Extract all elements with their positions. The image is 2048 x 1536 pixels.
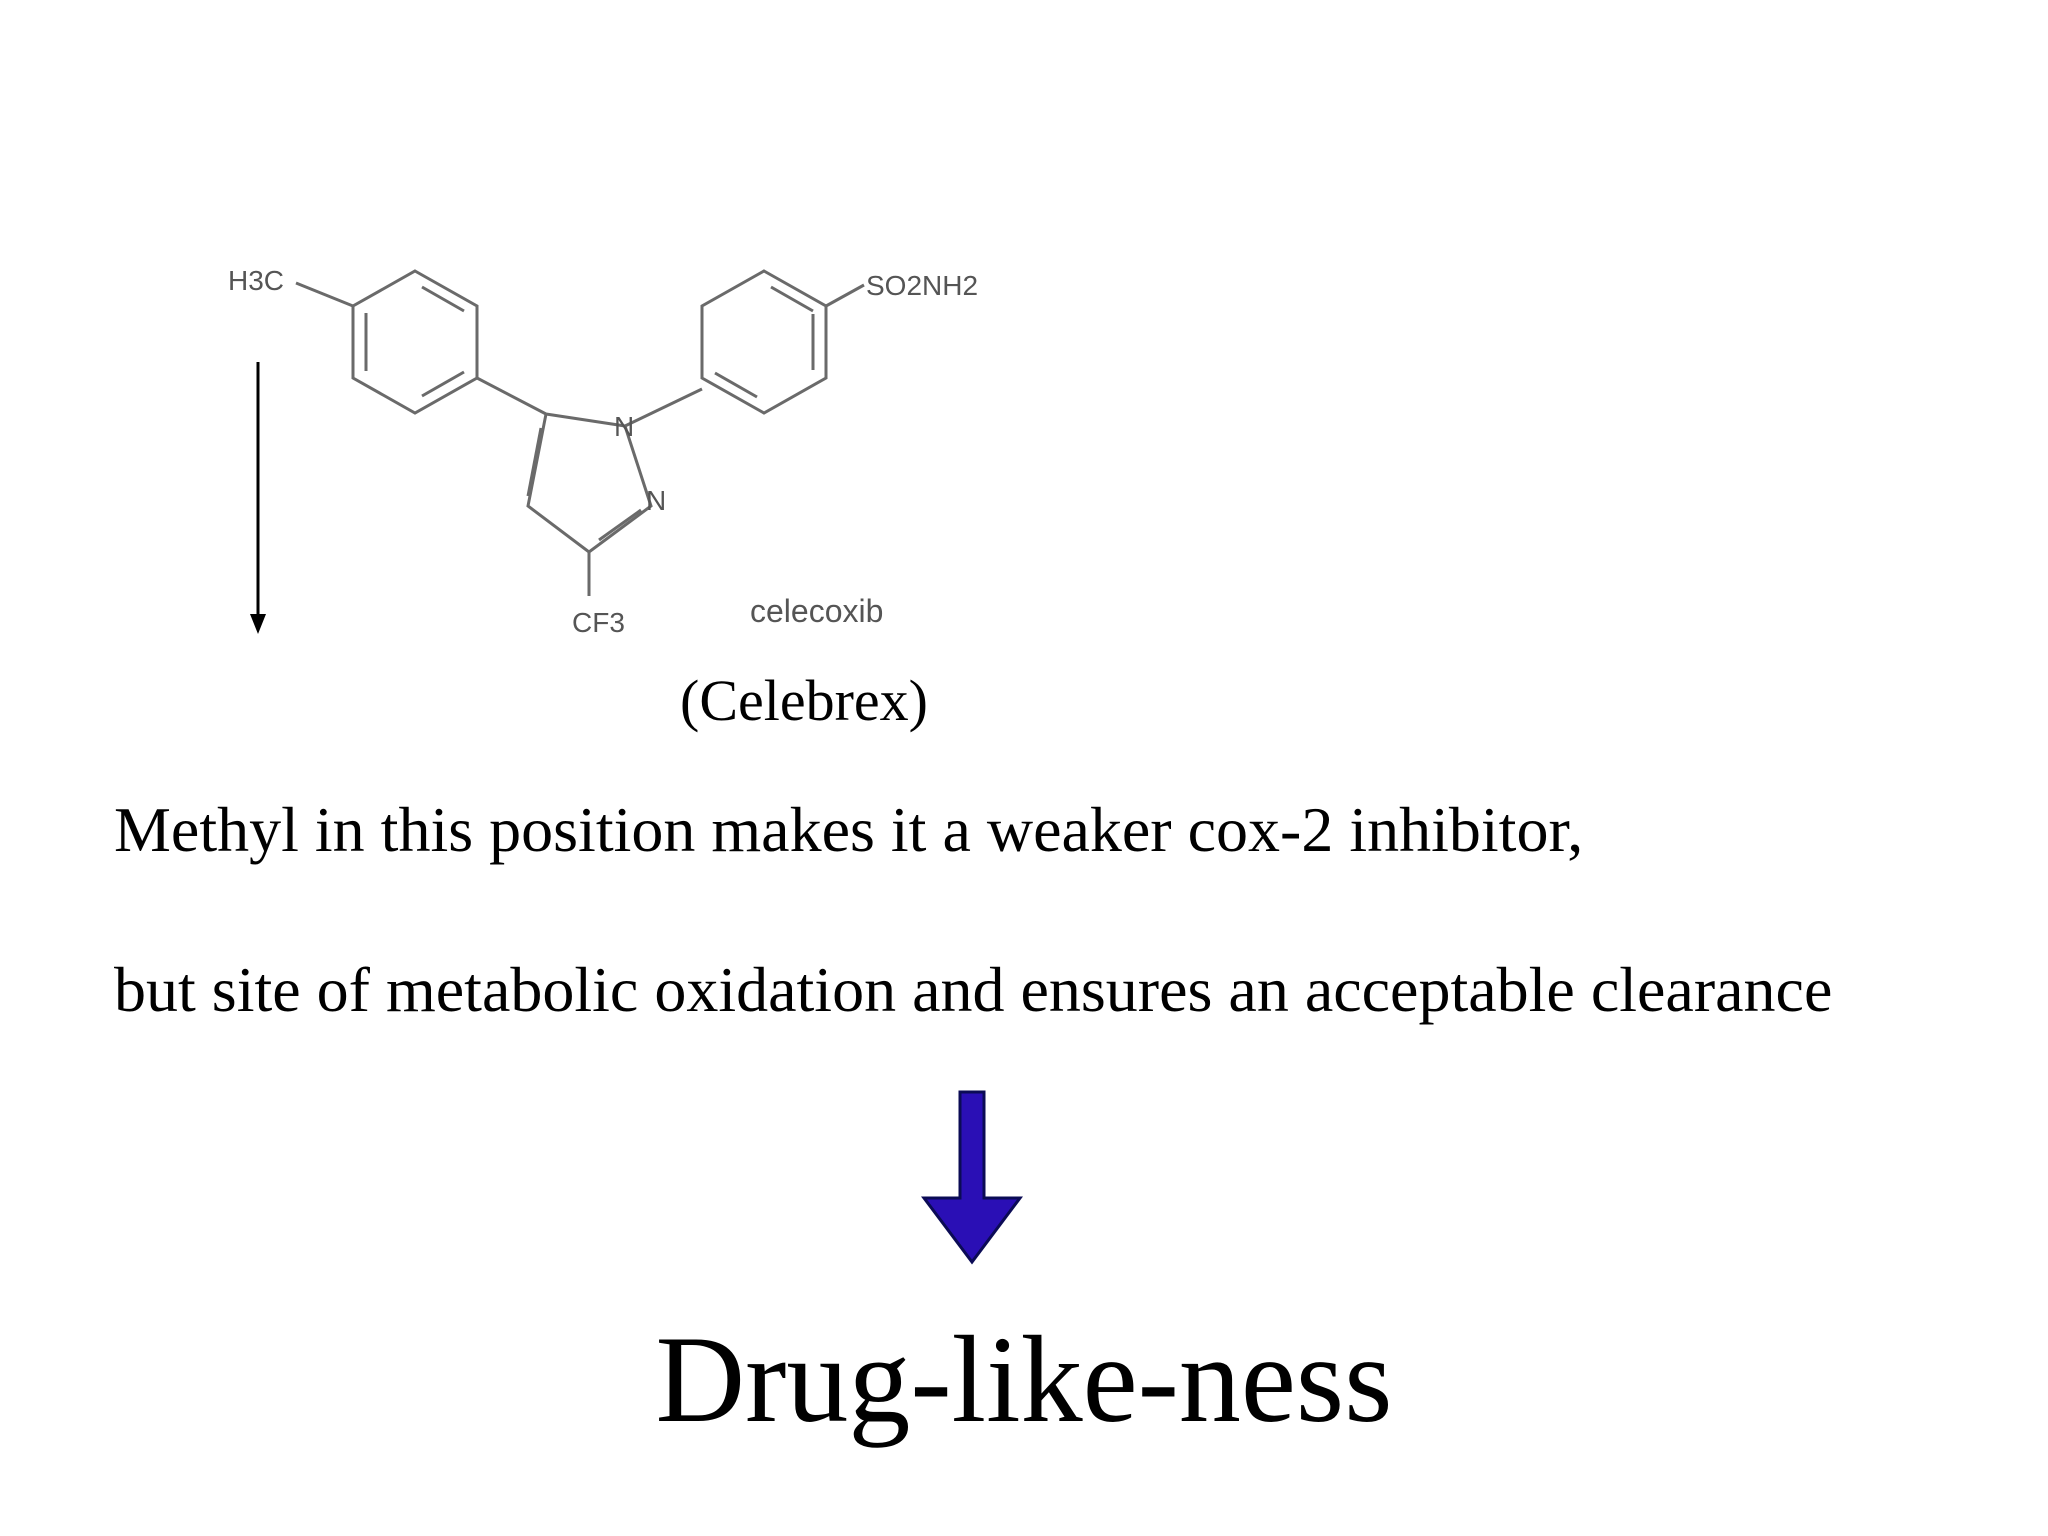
methyl-bond xyxy=(295,281,354,308)
right-substituent-label: SO2NH2 xyxy=(866,270,978,301)
down-arrow-icon xyxy=(920,1090,1024,1275)
chemical-structure-drawing: H3C SO2NH2 N N CF3 celecoxib xyxy=(228,265,978,638)
celecoxib-structure: H3C SO2NH2 N N CF3 celecoxib xyxy=(0,0,2048,700)
compound-name-label: celecoxib xyxy=(750,593,883,629)
conclusion-heading: Drug-like-ness xyxy=(655,1311,1393,1448)
left-substituent-label: H3C xyxy=(228,265,284,296)
so2nh2-label: SO2NH2 xyxy=(866,270,978,301)
left-benzene-ring xyxy=(351,269,479,415)
explanation-line-1: Methyl in this position makes it a weake… xyxy=(114,794,1584,865)
right-benzene-ring xyxy=(700,269,828,415)
position-indicator-arrow xyxy=(250,362,266,634)
sulfonamide-bond xyxy=(825,283,865,308)
pyrazole-ring xyxy=(526,412,653,554)
n2-atom-label: N xyxy=(646,485,666,516)
n1-atom-label: N xyxy=(614,411,634,442)
h3c-label: H3C xyxy=(228,265,284,296)
trade-name: (Celebrex) xyxy=(680,668,928,733)
explanation-line-2: but site of metabolic oxidation and ensu… xyxy=(114,954,1833,1025)
cf3-label: CF3 xyxy=(572,607,625,638)
